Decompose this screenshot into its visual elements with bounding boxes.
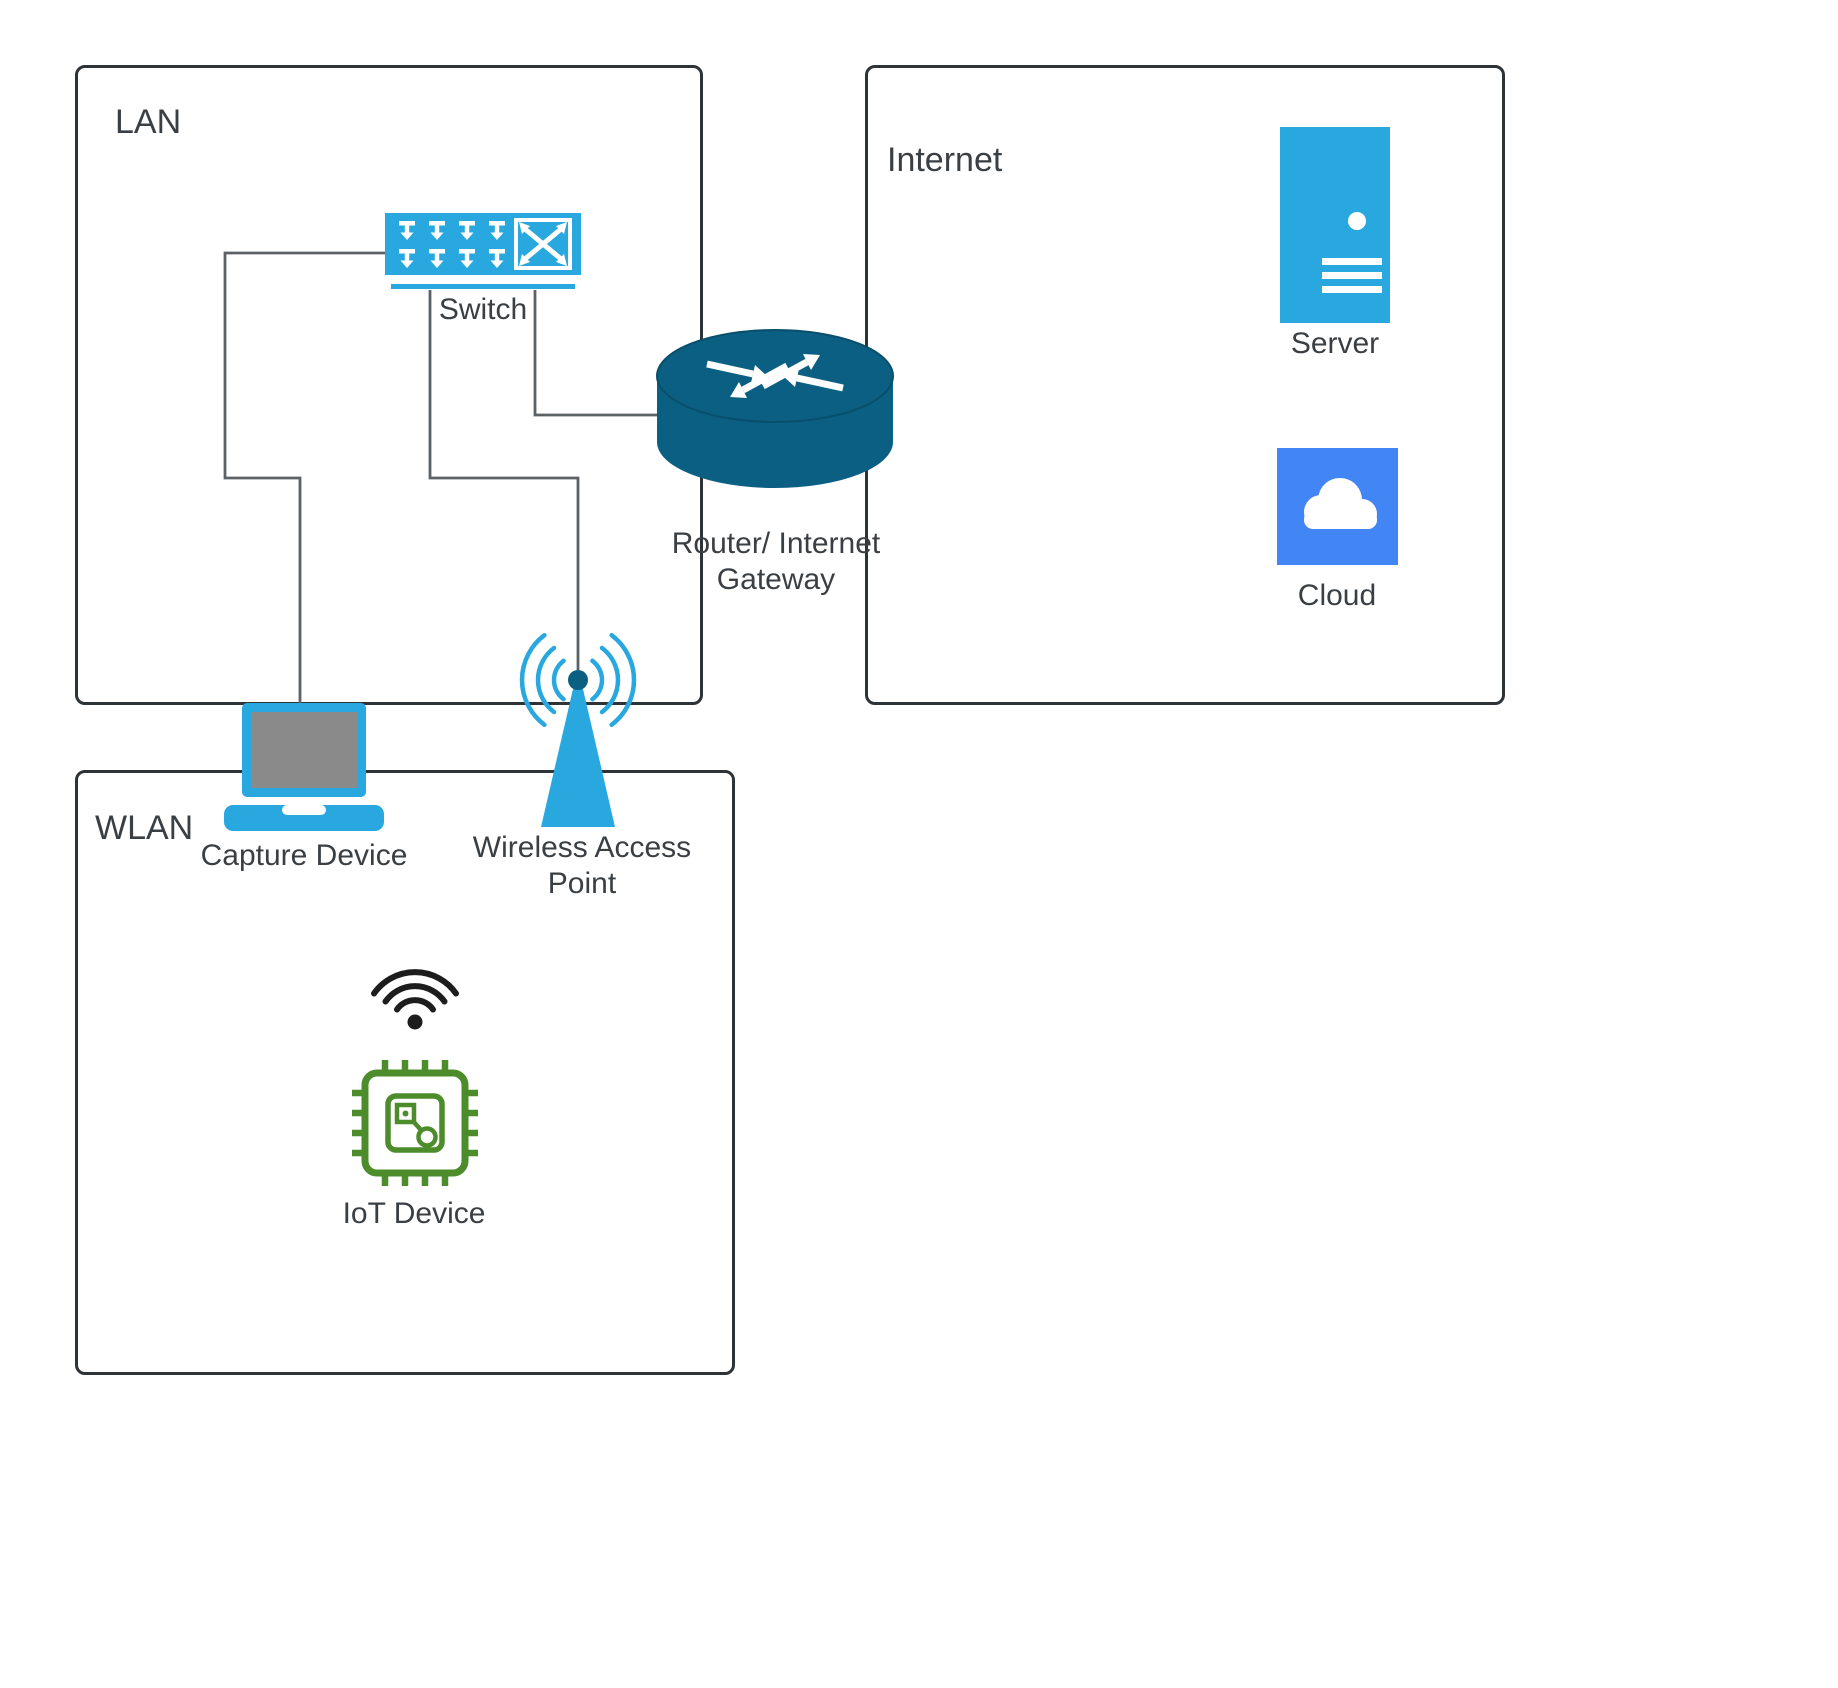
router-node xyxy=(655,328,895,493)
wlan-zone: WLAN xyxy=(75,770,735,1375)
laptop-icon xyxy=(224,703,384,831)
switch-icon xyxy=(385,213,581,289)
antenna-icon xyxy=(519,633,637,827)
edge-switch-router xyxy=(533,290,665,417)
server-node xyxy=(1280,127,1390,323)
edge-switch-wireless-access-point xyxy=(428,290,580,678)
iot-device-label: IoT Device xyxy=(342,1197,486,1230)
wlan-zone-label: WLAN xyxy=(95,809,194,847)
internet-zone-label: Internet xyxy=(887,141,1003,179)
wifi-icon xyxy=(371,969,459,1030)
capture-device-node xyxy=(224,703,384,833)
cloud-label: Cloud xyxy=(1297,579,1377,612)
chip-icon xyxy=(352,1060,478,1186)
server-label: Server xyxy=(1290,327,1380,360)
server-icon xyxy=(1280,127,1390,323)
router-label: Router/ Internet Gateway xyxy=(671,527,881,596)
switch-label: Switch xyxy=(438,293,528,326)
iot-wifi-signal xyxy=(360,940,470,1032)
switch-node xyxy=(383,213,583,293)
cloud-node xyxy=(1277,448,1398,565)
router-icon xyxy=(656,329,894,488)
wireless-access-point-label: Wireless Access Point xyxy=(472,831,692,900)
wireless-access-point-node xyxy=(493,633,663,835)
edge-switch-capture-device xyxy=(223,251,390,706)
iot-device-node xyxy=(350,1058,480,1188)
cloud-icon xyxy=(1277,448,1398,565)
lan-zone-label: LAN xyxy=(115,103,182,141)
capture-device-label: Capture Device xyxy=(200,839,408,872)
